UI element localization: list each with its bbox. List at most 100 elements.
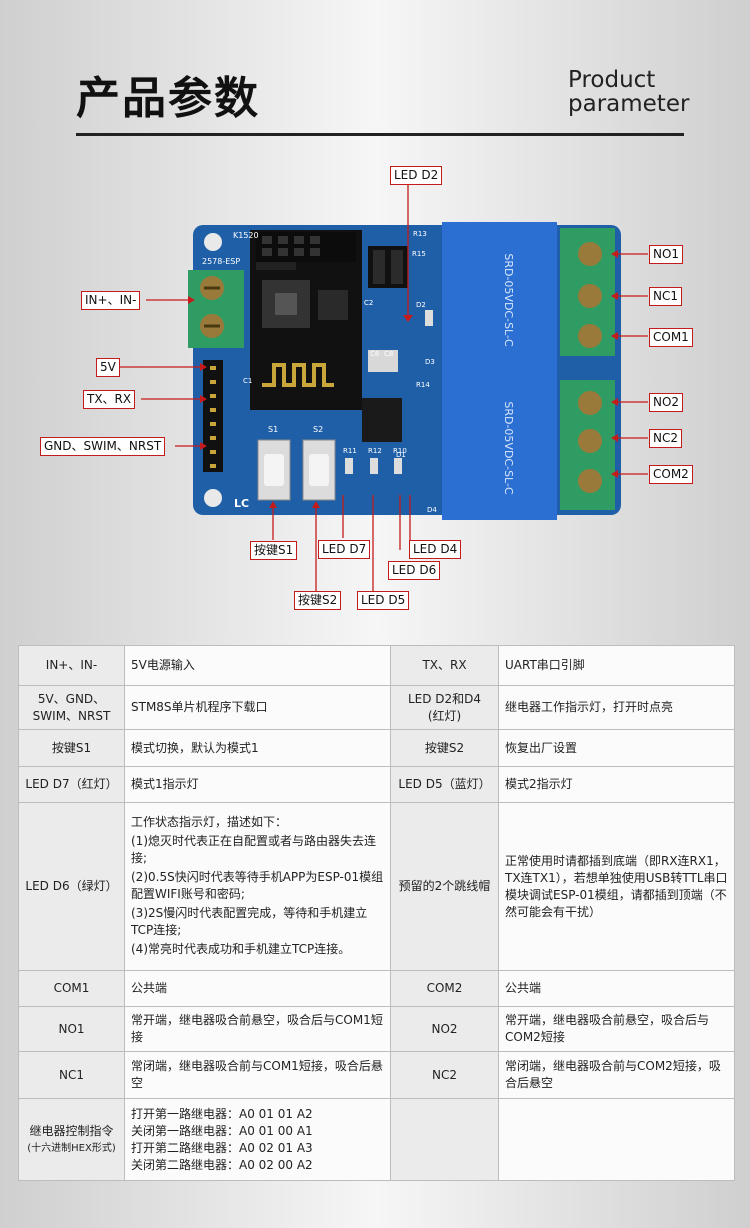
pcb-label: LC <box>234 497 249 510</box>
table-key: LED D6（绿灯） <box>18 802 125 971</box>
table-row: 按键S1 模式切换，默认为模式1 按键S2 恢复出厂设置 <box>18 729 735 767</box>
callout-d4: LED D4 <box>409 540 462 559</box>
pcb-label: C2 <box>364 299 373 307</box>
table-value: 公共端 <box>124 970 391 1007</box>
callout-in: IN+、IN- <box>81 291 141 310</box>
callout-gnd-swim-nrst: GND、SWIM、NRST <box>40 437 166 456</box>
callout-com1: COM1 <box>649 328 693 347</box>
status-led-description-title: 工作状态指示灯，描述如下： <box>131 814 288 829</box>
callout-no2: NO2 <box>649 393 684 412</box>
table-value: 模式切换，默认为模式1 <box>124 729 391 767</box>
leader-lines <box>120 184 648 591</box>
table-key-line: (十六进制HEX形式) <box>27 1142 116 1154</box>
table-value: 模式1指示灯 <box>124 766 391 803</box>
table-key: NO1 <box>18 1006 125 1052</box>
status-led-description-line: (3)2S慢闪时代表配置完成，等待和手机建立TCP连接; <box>131 905 368 937</box>
callout-s2: 按键S2 <box>294 591 342 610</box>
pcb-label: 2578-ESP <box>202 257 240 266</box>
board-diagram: SRD-05VDC-SL-C SRD-05VDC-SL-C K1520 2578… <box>120 184 648 591</box>
pcb-label: R11 <box>343 447 357 455</box>
pcb-label: S2 <box>313 425 323 434</box>
relay-1-text: SRD-05VDC-SL-C <box>502 253 515 347</box>
pcb-label: D2 <box>416 301 426 309</box>
table-value: 正常使用时请都插到底端（即RX连RX1，TX连TX1），若想单独使用USB转TT… <box>498 802 735 971</box>
table-key: COM2 <box>390 970 499 1007</box>
pcb-label: C8 <box>384 350 393 358</box>
table-value: 常闭端，继电器吸合前与COM2短接，吸合后悬空 <box>498 1051 735 1099</box>
led <box>370 458 378 474</box>
relay-command-line: 打开第二路继电器：A0 02 01 A3 <box>131 1140 313 1155</box>
callout-d5: LED D5 <box>357 591 410 610</box>
table-key: 按键S1 <box>18 729 125 767</box>
parameter-table: IN+、IN- 5V电源输入 TX、RX UART串口引脚 5V、GND、SWI… <box>18 645 735 1181</box>
pcb-label: D1 <box>396 451 406 459</box>
table-key: 预留的2个跳线帽 <box>390 802 499 971</box>
table-value: 工作状态指示灯，描述如下： (1)熄灭时代表正在自配置或者与路由器失去连接; (… <box>124 802 391 971</box>
table-row: IN+、IN- 5V电源输入 TX、RX UART串口引脚 <box>18 645 735 686</box>
pcb-label: R14 <box>416 381 430 389</box>
callout-no1: NO1 <box>649 245 684 264</box>
title-en-line-1: Product <box>568 67 656 93</box>
led <box>394 458 402 474</box>
table-value: UART串口引脚 <box>498 645 735 686</box>
pcb-label: K1520 <box>233 231 259 240</box>
relay-command-line: 关闭第二路继电器：A0 02 00 A2 <box>131 1157 313 1172</box>
status-led-description-line: (1)熄灭时代表正在自配置或者与路由器失去连接; <box>131 833 376 865</box>
pcb-label: S1 <box>268 425 278 434</box>
table-key: COM1 <box>18 970 125 1007</box>
table-row: NC1 常闭端，继电器吸合前与COM1短接，吸合后悬空 NC2 常闭端，继电器吸… <box>18 1051 735 1099</box>
table-key-empty <box>390 1098 499 1181</box>
relay-2-text: SRD-05VDC-SL-C <box>502 401 515 495</box>
status-led-description-line: (2)0.5S快闪时代表等待手机APP为ESP-01模组配置WIFI账号和密码; <box>131 869 384 901</box>
callout-d7: LED D7 <box>318 540 371 559</box>
table-key-line: 继电器控制指令 <box>29 1123 114 1138</box>
pcb-label: R12 <box>368 447 382 455</box>
table-row: LED D6（绿灯） 工作状态指示灯，描述如下： (1)熄灭时代表正在自配置或者… <box>18 802 735 971</box>
page-title-cn: 产品参数 <box>76 73 260 124</box>
table-key: IN+、IN- <box>18 645 125 686</box>
mount-hole <box>204 489 222 507</box>
table-key: LED D2和D4 (红灯) <box>390 685 499 730</box>
table-value-empty <box>498 1098 735 1181</box>
table-key: LED D5（蓝灯） <box>390 766 499 803</box>
relay-command-line: 关闭第一路继电器：A0 01 00 A1 <box>131 1123 313 1138</box>
pcb-label: R15 <box>412 250 426 258</box>
table-key: 5V、GND、SWIM、NRST <box>18 685 125 730</box>
table-row: 继电器控制指令 (十六进制HEX形式) 打开第一路继电器：A0 01 01 A2… <box>18 1098 735 1181</box>
table-key: LED D7（红灯） <box>18 766 125 803</box>
table-key: NC1 <box>18 1051 125 1099</box>
callout-led-d2: LED D2 <box>390 166 443 185</box>
table-value: 继电器工作指示灯，打开时点亮 <box>498 685 735 730</box>
table-value: 打开第一路继电器：A0 01 01 A2 关闭第一路继电器：A0 01 00 A… <box>124 1098 391 1181</box>
pin-headers <box>203 360 223 472</box>
table-key-line: (红灯) <box>427 708 462 723</box>
table-value: 常开端，继电器吸合前悬空，吸合后与COM2短接 <box>498 1006 735 1052</box>
page-title-en: Product parameter <box>568 68 689 116</box>
table-row: COM1 公共端 COM2 公共端 <box>18 970 735 1007</box>
mount-hole <box>204 233 222 251</box>
table-row: LED D7（红灯） 模式1指示灯 LED D5（蓝灯） 模式2指示灯 <box>18 766 735 803</box>
title-divider <box>76 133 684 136</box>
table-value: 5V电源输入 <box>124 645 391 686</box>
led <box>345 458 353 474</box>
callout-d6: LED D6 <box>388 561 441 580</box>
table-row: NO1 常开端，继电器吸合前悬空，吸合后与COM1短接 NO2 常开端，继电器吸… <box>18 1006 735 1052</box>
table-key-line: LED D2和D4 <box>407 691 482 706</box>
table-value: 公共端 <box>498 970 735 1007</box>
pcb-label: R13 <box>413 230 427 238</box>
table-value: 恢复出厂设置 <box>498 729 735 767</box>
table-key: 继电器控制指令 (十六进制HEX形式) <box>18 1098 125 1181</box>
table-row: 5V、GND、SWIM、NRST STM8S单片机程序下载口 LED D2和D4… <box>18 685 735 730</box>
table-key: NO2 <box>390 1006 499 1052</box>
table-value: 模式2指示灯 <box>498 766 735 803</box>
table-value: 常闭端，继电器吸合前与COM1短接，吸合后悬空 <box>124 1051 391 1099</box>
callout-com2: COM2 <box>649 465 693 484</box>
pcb-label: C6 <box>370 350 380 358</box>
relay-2 <box>442 370 557 520</box>
title-en-line-2: parameter <box>568 91 690 117</box>
callout-txrx: TX、RX <box>83 390 136 409</box>
status-led-description-line: (4)常亮时代表成功和手机建立TCP连接。 <box>131 941 351 956</box>
callout-5v: 5V <box>96 358 120 377</box>
table-value: STM8S单片机程序下载口 <box>124 685 391 730</box>
led <box>425 310 433 326</box>
